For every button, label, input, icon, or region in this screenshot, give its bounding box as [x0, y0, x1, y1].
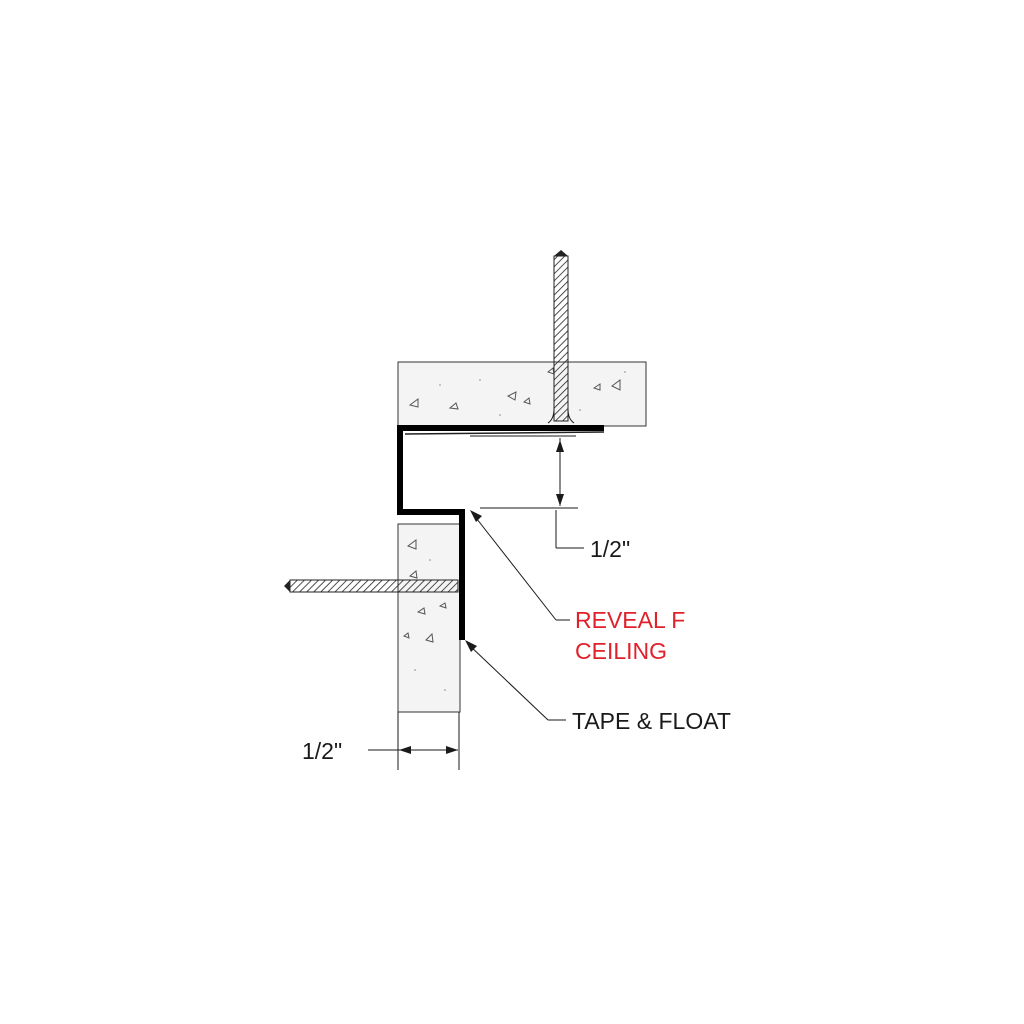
ceiling-screw [547, 250, 575, 424]
vertical-dimension-label: 1/2" [590, 536, 630, 562]
horizontal-dimension [368, 712, 460, 770]
horizontal-dimension-label: 1/2" [302, 738, 342, 764]
vertical-dimension [480, 438, 584, 549]
tape-float-leader [465, 640, 566, 721]
reveal-label-line1: REVEAL F [575, 607, 685, 633]
reveal-leader [470, 510, 570, 621]
wall-board [397, 523, 461, 713]
wall-screw [284, 579, 459, 593]
tape-float-label: TAPE & FLOAT [572, 708, 731, 734]
reveal-label-line2: CEILING [575, 638, 667, 664]
ceiling-board [397, 361, 647, 427]
reveal-trim-profile [397, 425, 605, 640]
